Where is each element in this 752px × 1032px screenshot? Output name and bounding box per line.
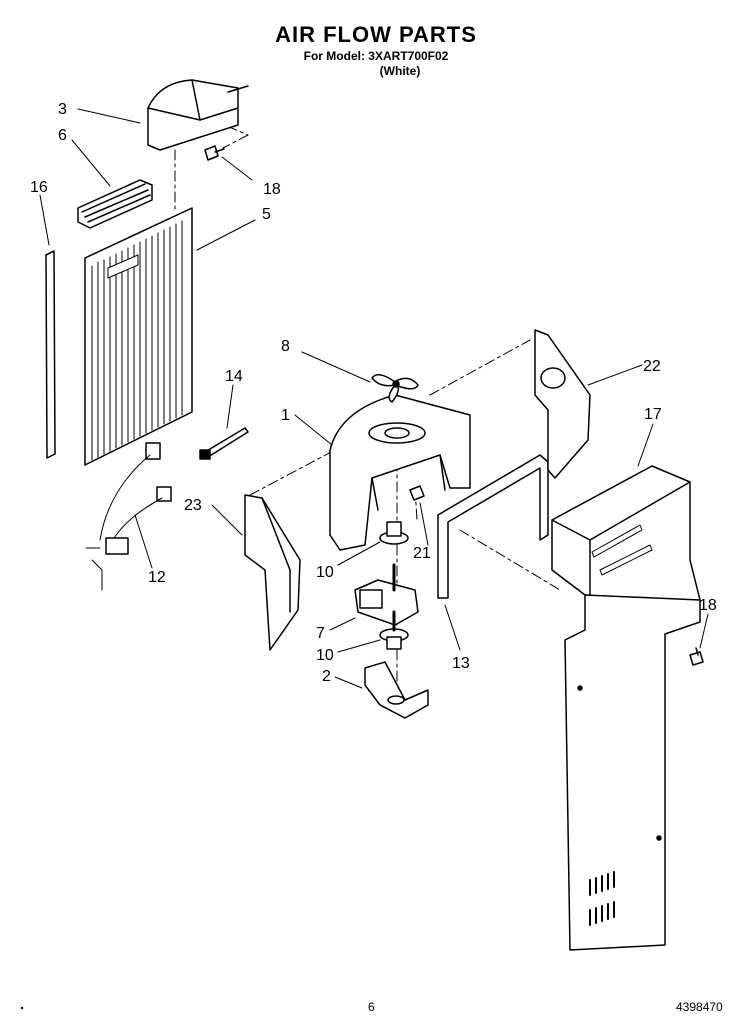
stray-dot (20, 1006, 24, 1010)
callout-12: 12 (148, 569, 166, 586)
callout-13: 13 (452, 655, 470, 672)
model-line: For Model: 3XART700F02 (303, 49, 449, 63)
part-14-cable-tie (199, 427, 249, 460)
callout-10-upper: 10 (316, 564, 334, 581)
part-17-air-duct (551, 465, 701, 951)
assembly-dash-lines (174, 117, 561, 701)
part-16-foam-strip (45, 250, 56, 459)
callout-16: 16 (30, 179, 48, 196)
part-12-wire-harness (85, 442, 172, 591)
callout-5: 5 (262, 206, 271, 223)
part-23-side-panel (244, 494, 301, 651)
callout-22: 22 (643, 358, 661, 375)
callout-18-right: 18 (699, 597, 717, 614)
part-3-duct-cover (147, 79, 249, 151)
part-21-screw (409, 485, 425, 501)
part-10-grommet-lower (379, 628, 409, 650)
part-22-baffle (534, 329, 591, 479)
callout-8: 8 (281, 338, 290, 355)
callout-labels: 3 6 16 5 18 14 12 1 8 23 10 7 10 2 21 13… (30, 101, 717, 685)
part-18-screw-right (689, 647, 704, 666)
callout-3: 3 (58, 101, 67, 118)
part-18-screw-top (204, 145, 225, 161)
part-7-fan-motor (354, 563, 419, 632)
footer-page-number: 6 (368, 1000, 375, 1014)
callout-6: 6 (58, 127, 67, 144)
callout-21: 21 (413, 545, 431, 562)
part-5-grille-panel (84, 207, 193, 466)
leader-lines (39, 108, 709, 689)
part-1-fan-housing (329, 394, 471, 551)
part-2-motor-bracket (364, 661, 429, 719)
part-8-fan-blade (371, 374, 419, 403)
callout-7: 7 (316, 625, 325, 642)
part-10-grommet-upper (379, 521, 409, 545)
color-line: (White) (379, 64, 421, 78)
callout-17: 17 (644, 406, 662, 423)
callout-18-top: 18 (263, 181, 281, 198)
callout-10-lower: 10 (316, 647, 334, 664)
footer-doc-number: 4398470 (676, 1000, 723, 1014)
callout-2: 2 (322, 668, 331, 685)
part-6-diffuser (77, 179, 153, 229)
callout-14: 14 (225, 368, 243, 385)
part-13-channel (437, 454, 549, 599)
page-title: AIR FLOW PARTS (275, 22, 477, 47)
callout-23: 23 (184, 497, 202, 514)
callout-1: 1 (281, 407, 290, 424)
